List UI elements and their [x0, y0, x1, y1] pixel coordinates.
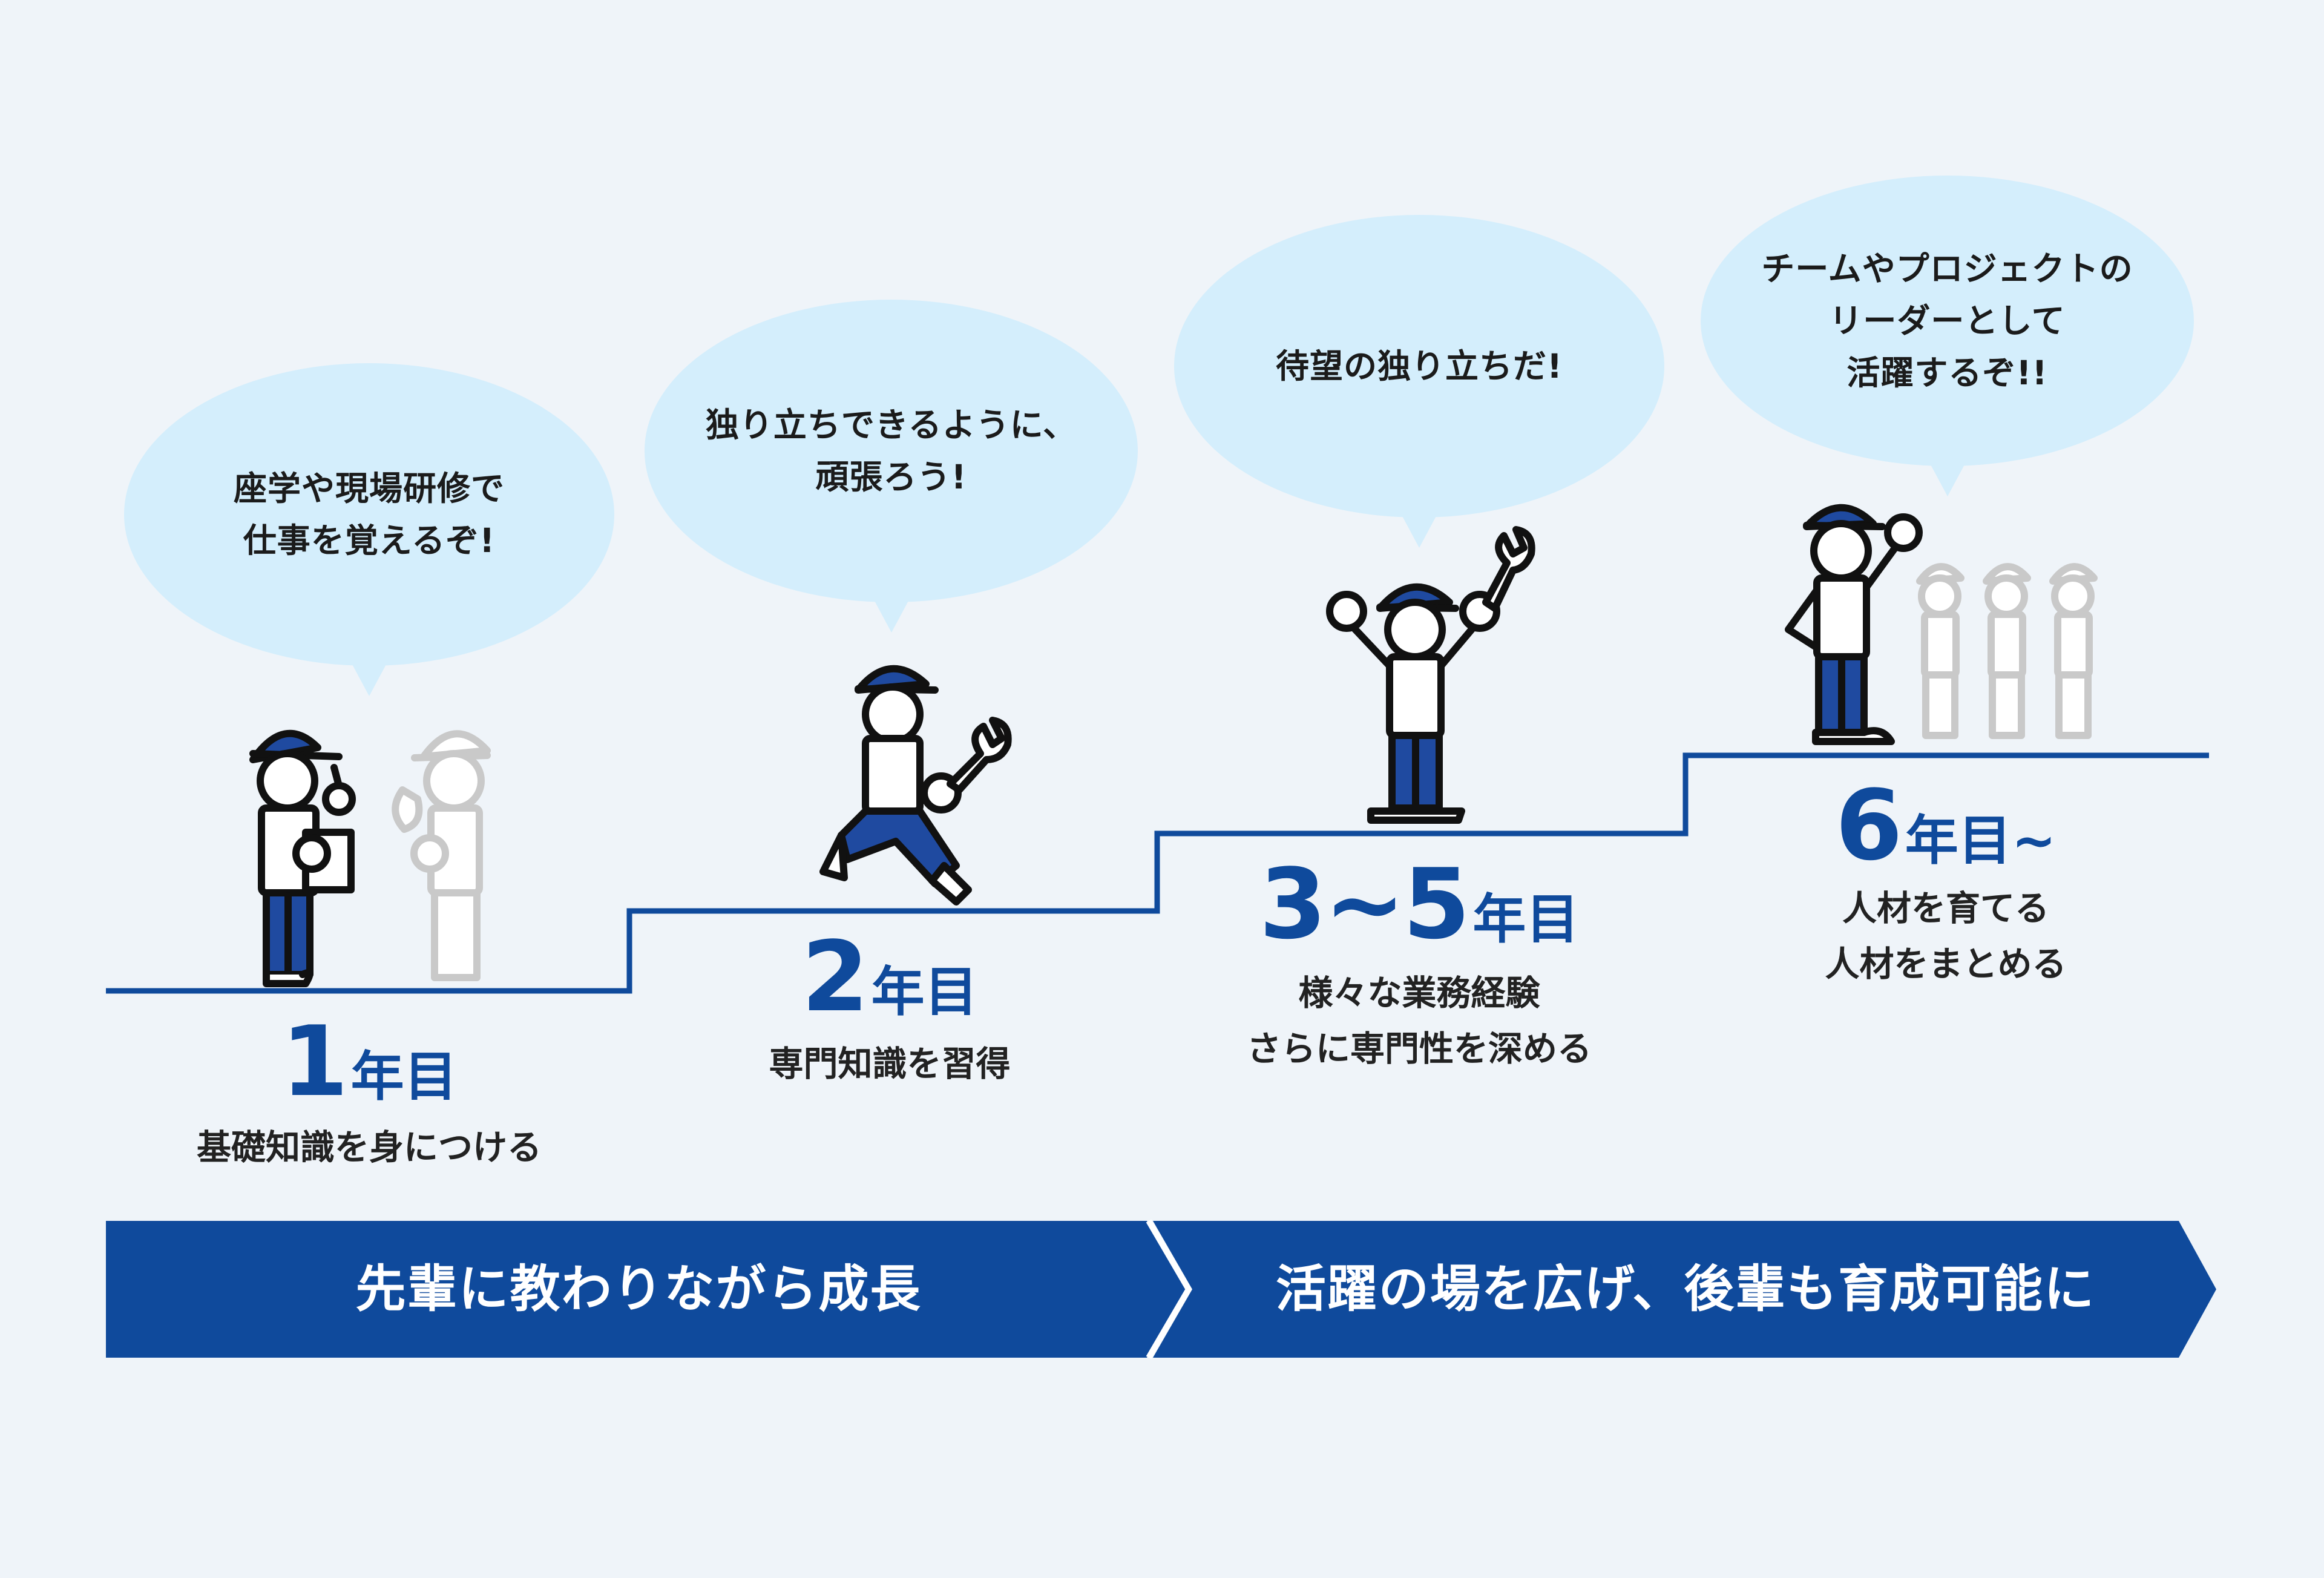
banner-arrow-left [106, 1221, 1187, 1358]
banner-arrow-right [1153, 1221, 2216, 1358]
speech-bubble-1: 座学や現場研修で 仕事を覚えるぞ! [124, 363, 614, 696]
stage-1-year-number: 1 [281, 1005, 348, 1118]
ghost-team-icon [1916, 563, 2098, 739]
stage-2-year-unit: 年目 [871, 961, 978, 1023]
stage-2-year-number: 2 [801, 920, 868, 1033]
stage-4-year: 6年目~ [1673, 769, 2218, 882]
banner-left-label: 先輩に教わりながら成長 [355, 1260, 922, 1318]
staircase-line [106, 752, 2209, 994]
stage-3-description: 様々な業務経験 さらに専門性を深める [1247, 973, 1592, 1069]
stage-1-description: 基礎知識を身につける [197, 1128, 542, 1168]
running-worker-wrench-icon [819, 665, 1012, 906]
stage-1-year-unit: 年目 [350, 1045, 458, 1108]
leader-worker-icon [1785, 504, 1923, 745]
speech-bubble-4-text: チームやプロジェクトの リーダーとして 活躍するぞ!! [1761, 249, 2133, 392]
speech-bubble-1-text: 座学や現場研修で 仕事を覚えるぞ! [233, 469, 505, 560]
stage-3-year-number: 3~5 [1259, 847, 1471, 961]
stage-4-year-unit: 年目~ [1905, 809, 2056, 872]
stage-2-year: 2年目 [617, 920, 1162, 1033]
banner-divider [1146, 1219, 1192, 1359]
ghost-worker-icon [392, 730, 491, 981]
worker-notepad-icon [249, 729, 356, 987]
speech-bubble-3-text: 待望の独り立ちだ! [1275, 347, 1563, 386]
stage-2-description: 専門知識を習得 [769, 1044, 1011, 1084]
banner-right-label: 活躍の場を広げ、後輩も育成可能に [1275, 1260, 2096, 1318]
stage-4-description: 人材を育てる 人材をまとめる [1825, 889, 2067, 984]
stage-3-year: 3~5年目 [1147, 847, 1692, 961]
stage-4-year-number: 6 [1835, 769, 1902, 882]
speech-bubble-4: チームやプロジェクトの リーダーとして 活躍するぞ!! [1701, 176, 2194, 496]
stage-1-year: 1年目 [97, 1005, 642, 1118]
speech-bubble-2-text: 独り立ちできるように、 頑張ろう! [705, 406, 1077, 496]
cheering-worker-wrench-icon [1326, 526, 1535, 824]
stage-3-year-unit: 年目 [1472, 888, 1580, 950]
speech-bubble-2: 独り立ちできるように、 頑張ろう! [645, 300, 1138, 633]
speech-bubble-3: 待望の独り立ちだ! [1174, 215, 1664, 548]
